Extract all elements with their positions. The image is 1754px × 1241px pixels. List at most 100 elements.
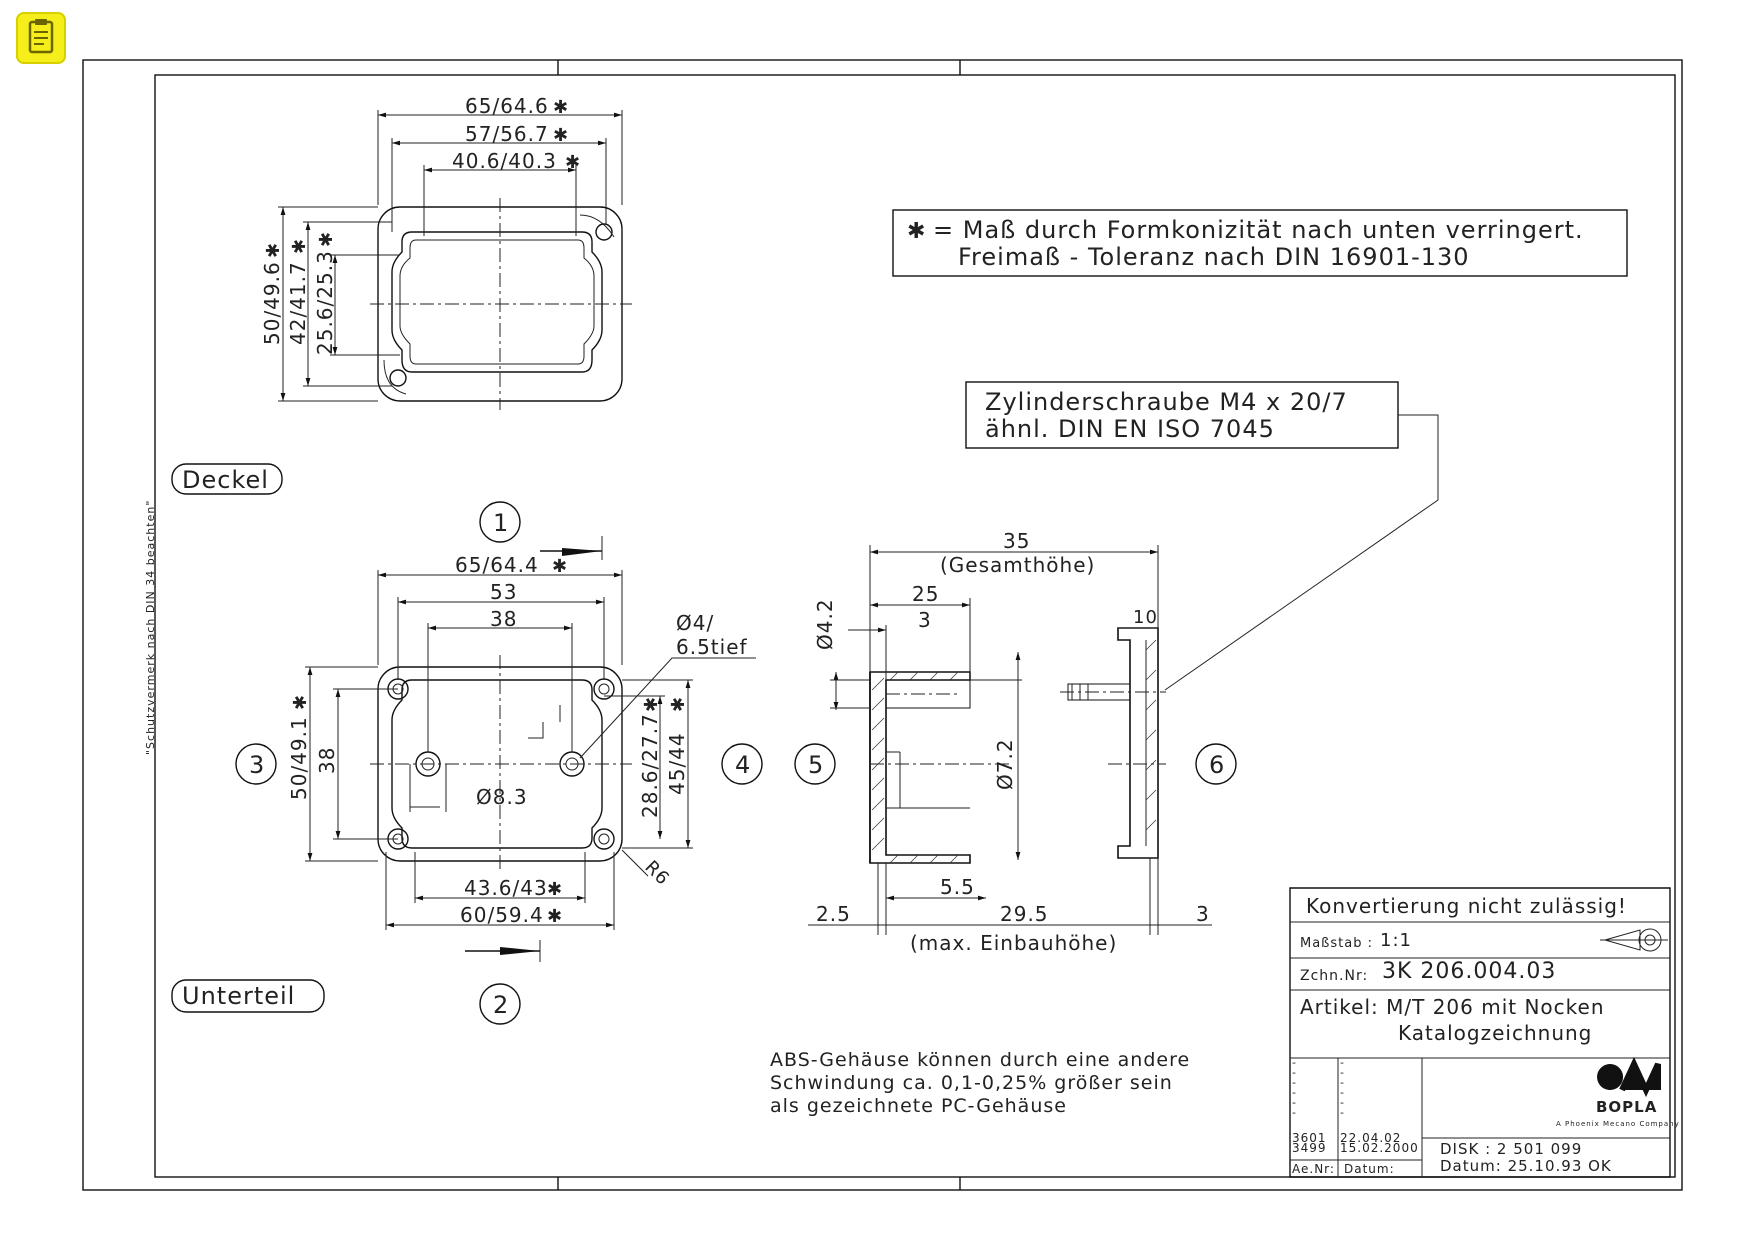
svg-text:als gezeichnete PC-Gehäuse: als gezeichnete PC-Gehäuse: [770, 1095, 1067, 1117]
artikel-line-1: Artikel: M/T 206 mit Nocken: [1300, 995, 1605, 1019]
lid-section-view: [1060, 627, 1166, 859]
side-section-view: [869, 671, 1010, 864]
dim-10: 10: [1133, 607, 1158, 628]
view-marker-5: 5: [794, 743, 836, 785]
view-marker-2: 2: [479, 983, 521, 1025]
svg-text:-: -: [1340, 1086, 1345, 1099]
view-marker-6: 6: [1195, 743, 1237, 785]
svg-text:Deckel: Deckel: [182, 466, 269, 494]
dia-72: Ø7.2: [993, 738, 1017, 790]
view-marker-1: 1: [479, 501, 521, 543]
svg-text:3: 3: [249, 751, 265, 779]
dim-295: 29.5: [1000, 902, 1049, 926]
svg-text:✱: ✱: [263, 242, 284, 258]
svg-text:✱: ✱: [907, 219, 926, 244]
svg-text:✱: ✱: [641, 696, 662, 712]
base-width-inner: 38: [490, 607, 517, 631]
svg-text:2: 2: [493, 991, 509, 1019]
projection-symbol-icon: [1600, 928, 1668, 952]
svg-text:ABS-Gehäuse können durch eine: ABS-Gehäuse können durch eine andere: [770, 1049, 1190, 1071]
zchn-label: Zchn.Nr:: [1300, 968, 1368, 984]
boss-dia: Ø8.3: [476, 785, 528, 809]
total-height: 35: [1003, 529, 1030, 553]
bopla-logo-icon: [1597, 1056, 1661, 1098]
svg-text:Unterteil: Unterteil: [182, 982, 295, 1010]
svg-text:4: 4: [735, 751, 751, 779]
rev2-ae: 3499: [1292, 1141, 1327, 1155]
base-height-inner: 38: [315, 747, 339, 774]
svg-text:✱: ✱: [290, 694, 311, 710]
note-line-1: = Maß durch Formkonizität nach unten ver…: [933, 216, 1584, 244]
dia-42: Ø4.2: [813, 598, 837, 650]
konvert-note: Konvertierung nicht zulässig!: [1306, 894, 1627, 918]
screw-line-2: ähnl. DIN EN ISO 7045: [985, 415, 1275, 443]
svg-text:✱: ✱: [316, 231, 337, 247]
svg-text:✱: ✱: [547, 879, 563, 900]
total-height-label: (Gesamthöhe): [940, 553, 1095, 577]
base-right-inner: 28.6/27.7: [638, 713, 662, 818]
hole-depth: 6.5tief: [676, 635, 748, 659]
inner-frame: [154, 74, 1676, 1178]
lid-width-outer: 65/64.6: [465, 94, 549, 118]
rev1-date: 22.04.02: [1340, 1131, 1401, 1145]
deckel-label: Deckel: [171, 463, 283, 495]
view-marker-3: 3: [235, 743, 277, 785]
svg-text:-: -: [1340, 1056, 1345, 1069]
svg-text:-: -: [1292, 1056, 1297, 1069]
title-block: Konvertierung nicht zulässig! Maßstab : …: [1289, 887, 1680, 1178]
lid-height-outer: 50/49.6: [260, 261, 284, 345]
dim-3b: 3: [1196, 902, 1210, 926]
rev1-ae: 3601: [1292, 1131, 1327, 1145]
svg-text:5: 5: [808, 751, 824, 779]
base-width-outer: 65/64.4: [455, 553, 539, 577]
abs-note: ABS-Gehäuse können durch eine andere Sch…: [770, 1049, 1190, 1117]
dim-25b: 2.5: [816, 902, 851, 926]
lid-width-mid: 57/56.7: [465, 122, 549, 146]
zchn-value: 3K 206.004.03: [1382, 959, 1556, 984]
outer-frame: [82, 59, 1683, 1191]
datum-label: Datum:: [1344, 1162, 1395, 1176]
massstab-label: Maßstab :: [1300, 936, 1373, 951]
dim-3: 3: [918, 608, 932, 632]
base-view: [370, 655, 632, 870]
svg-text:-: -: [1292, 1086, 1297, 1099]
svg-text:✱: ✱: [565, 152, 581, 173]
clipboard-icon[interactable]: [16, 12, 66, 64]
hole-dia: Ø4/: [676, 611, 714, 635]
svg-text:✱: ✱: [547, 906, 563, 927]
unterteil-label: Unterteil: [171, 979, 325, 1013]
svg-text:✱: ✱: [289, 238, 310, 254]
brand-sub: A Phoenix Mecano Company: [1556, 1120, 1680, 1128]
lid-height-inner: 25.6/25.3: [313, 250, 337, 355]
svg-text:-: -: [1340, 1096, 1345, 1109]
view-marker-4: 4: [721, 743, 763, 785]
svg-text:✱: ✱: [552, 556, 568, 577]
svg-text:-: -: [1292, 1096, 1297, 1109]
lid-width-inner: 40.6/40.3: [452, 149, 557, 173]
disk-info: DISK : 2 501 099: [1440, 1140, 1582, 1158]
artikel-line-2: Katalogzeichnung: [1398, 1021, 1592, 1045]
base-bottom-outer: 60/59.4: [460, 903, 544, 927]
svg-text:✱: ✱: [553, 97, 569, 118]
base-width-mid: 53: [490, 580, 517, 604]
brand-name: BOPLA: [1596, 1098, 1657, 1116]
ae-label: Ae.Nr:: [1292, 1162, 1335, 1176]
corner-radius: R6: [640, 857, 673, 890]
svg-text:1: 1: [493, 509, 509, 537]
base-right-outer: 45/44: [665, 732, 689, 795]
dim-25: 25: [912, 582, 939, 606]
svg-text:-: -: [1292, 1076, 1297, 1089]
screw-box: Zylinderschraube M4 x 20/7 ähnl. DIN EN …: [965, 381, 1439, 691]
svg-text:-: -: [1340, 1106, 1345, 1119]
svg-text:-: -: [1340, 1076, 1345, 1089]
max-height-label: (max. Einbauhöhe): [910, 931, 1117, 955]
note-box: ✱ = Maß durch Formkonizität nach unten v…: [892, 209, 1628, 277]
base-bottom-inner: 43.6/43: [464, 876, 548, 900]
svg-text:-: -: [1340, 1066, 1345, 1079]
lid-view: [370, 198, 632, 410]
screw-line-1: Zylinderschraube M4 x 20/7: [985, 388, 1348, 416]
base-height-outer: 50/49.1: [287, 716, 311, 800]
datum-info: Datum: 25.10.93 OK: [1440, 1157, 1612, 1175]
dim-55: 5.5: [940, 875, 975, 899]
